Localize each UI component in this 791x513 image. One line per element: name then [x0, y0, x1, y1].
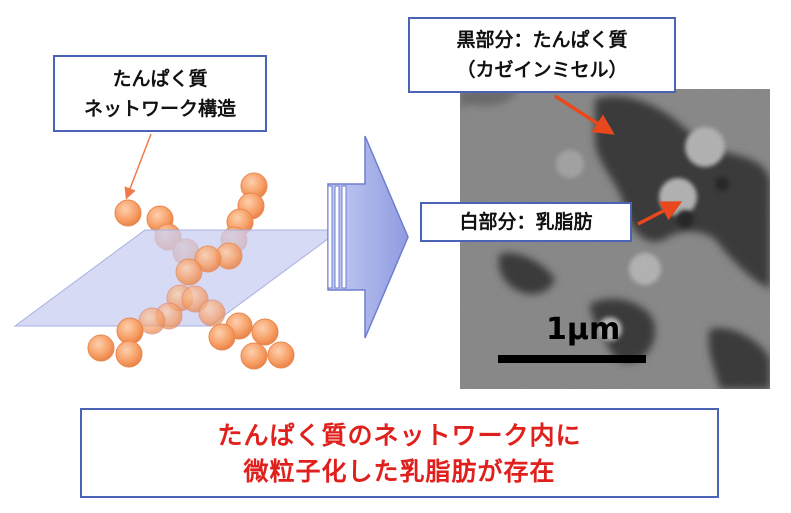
black-part-label: 黒部分：たんぱく質 （カゼインミセル） — [408, 17, 676, 93]
protein-spheres-front — [87, 242, 295, 370]
white-label-text: 白部分：乳脂肪 — [459, 211, 593, 233]
white-part-arrow — [637, 201, 683, 226]
leader-arrow — [124, 133, 152, 200]
scale-bar-label: 1μm — [546, 312, 620, 347]
scale-bar — [498, 355, 646, 363]
black-part-arrow — [554, 94, 615, 135]
network-label-line2: ネットワーク構造 — [83, 98, 236, 120]
black-label-line1: 黒部分：たんぱく質 — [456, 29, 628, 51]
white-part-label: 白部分：乳脂肪 — [420, 202, 632, 242]
summary-line1: たんぱく質のネットワーク内に — [217, 421, 582, 450]
network-structure-label: たんぱく質 ネットワーク構造 — [53, 55, 267, 132]
summary-line2: 微粒子化した乳脂肪が存在 — [243, 457, 556, 486]
big-right-arrow — [327, 135, 409, 339]
network-label-line1: たんぱく質 — [112, 68, 208, 90]
summary-box: たんぱく質のネットワーク内に 微粒子化した乳脂肪が存在 — [80, 408, 719, 498]
black-label-line2: （カゼインミセル） — [456, 59, 628, 81]
